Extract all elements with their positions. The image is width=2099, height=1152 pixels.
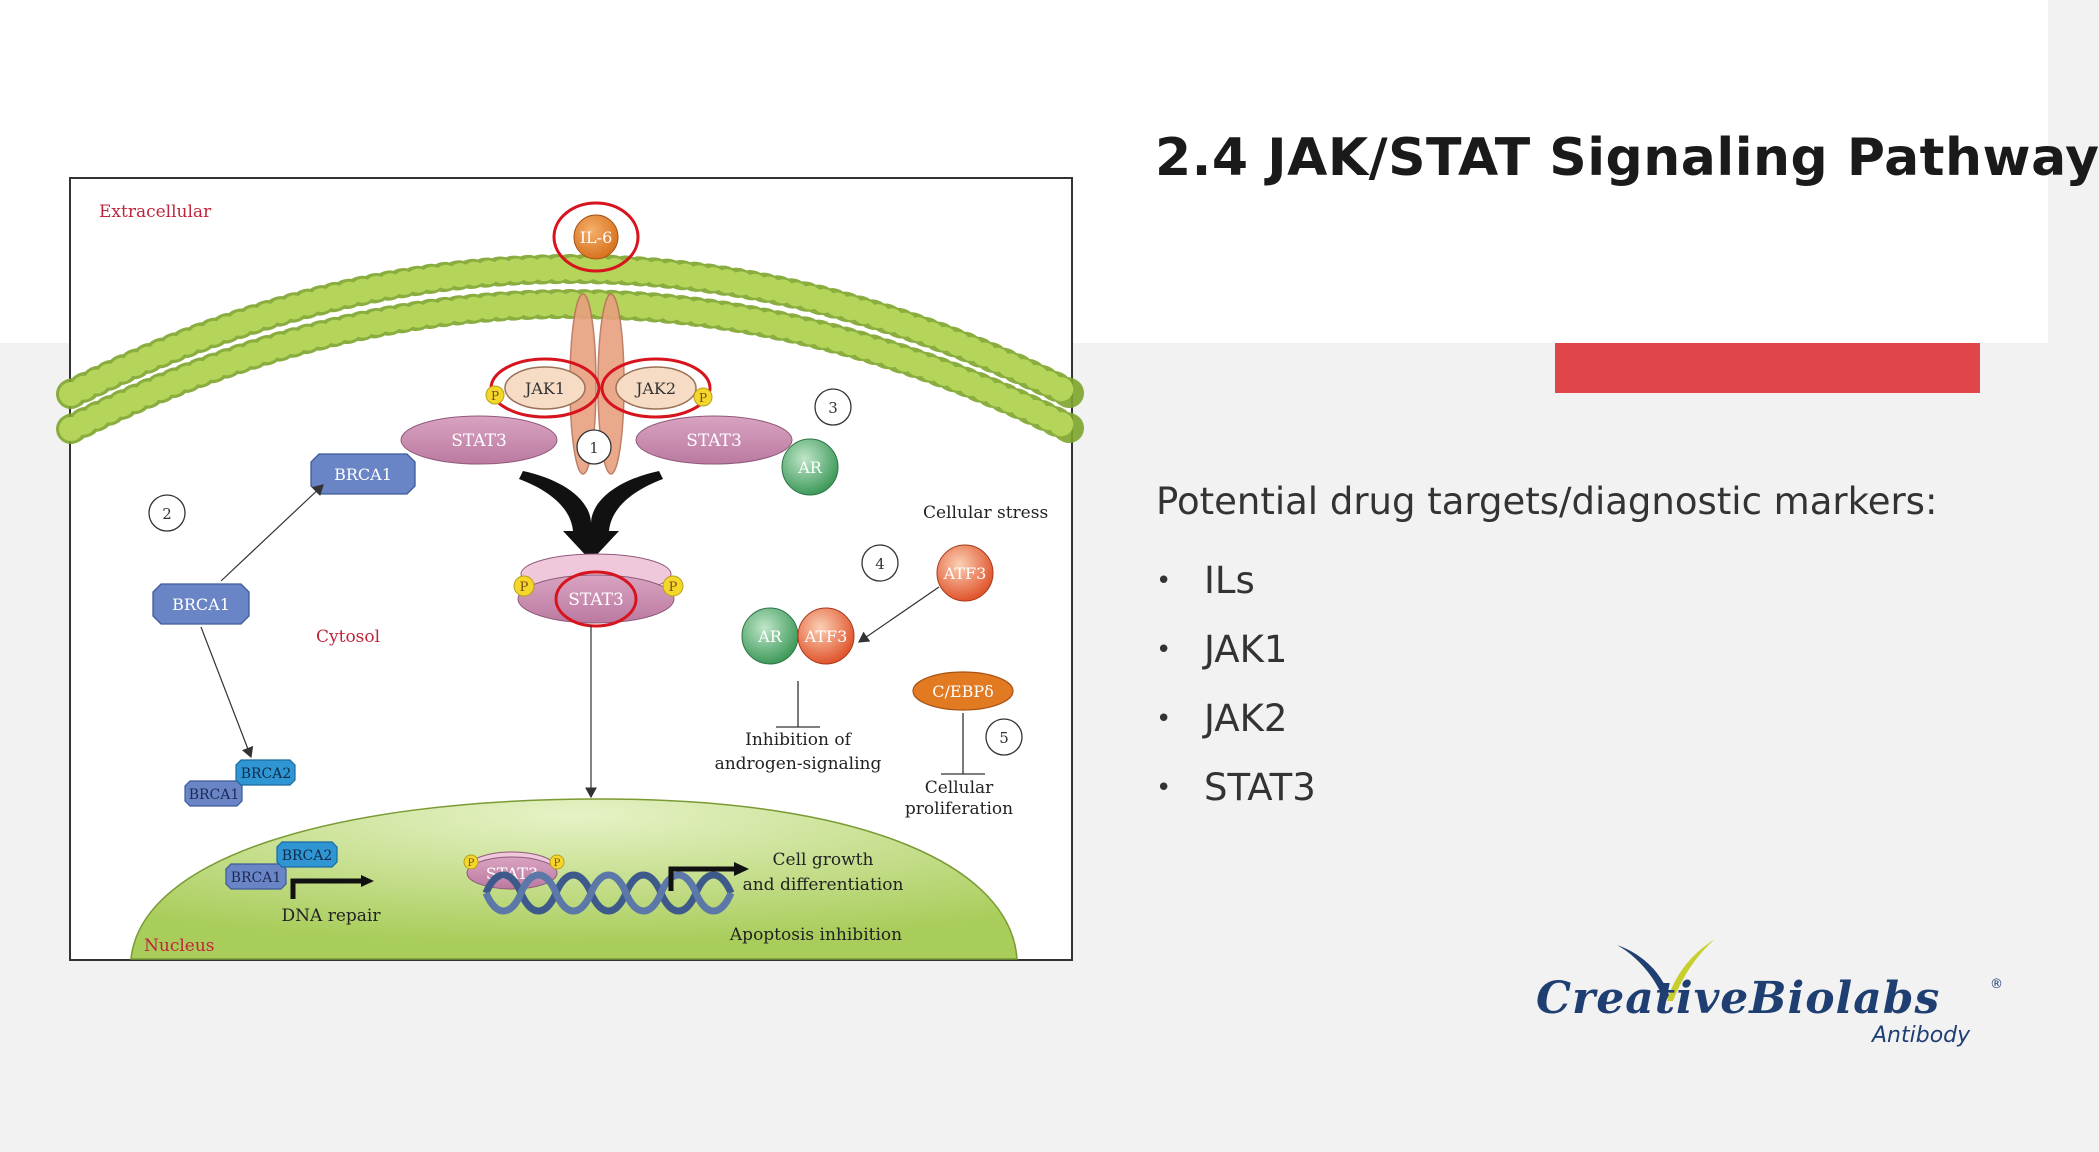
- phospho-label-jak2: P: [699, 391, 707, 405]
- company-logo: CreativeBiolabs ® Antibody: [1530, 935, 2010, 1055]
- brca1-top-label: BRCA1: [334, 465, 392, 484]
- stat3-dimer-node: [517, 574, 675, 624]
- drug-targets-list: • ILs • JAK1 • JAK2 • STAT3: [1156, 546, 1316, 822]
- extracellular-label: Extracellular: [99, 202, 212, 222]
- cebp-delta-label: C/EBPδ: [932, 682, 993, 701]
- list-item: • STAT3: [1156, 753, 1316, 822]
- jak2-label: JAK2: [634, 379, 676, 398]
- phospho-label-jak1: P: [491, 389, 499, 403]
- registered-mark: ®: [1990, 977, 2003, 992]
- logo-name: CreativeBiolabs: [1536, 973, 1941, 1024]
- step-2-label: 2: [162, 505, 172, 523]
- brca2-small-node: [235, 759, 296, 786]
- bullet-text: JAK2: [1204, 696, 1288, 740]
- brca2-small-label: BRCA2: [241, 766, 292, 782]
- list-item: • JAK2: [1156, 684, 1316, 753]
- phospho-label-nuclear-right: P: [554, 858, 561, 869]
- atf3-complex-label: ATF3: [804, 627, 848, 646]
- stat3-left-label: STAT3: [451, 431, 507, 451]
- nucleus: [130, 798, 1018, 960]
- dna-helix: [482, 871, 735, 915]
- stat3-highlight-ring: [554, 570, 638, 628]
- inhibition-label-1: Inhibition of: [745, 730, 852, 750]
- apoptosis-label: Apoptosis inhibition: [729, 925, 902, 945]
- jak2-highlight-ring: [600, 357, 712, 419]
- phospho-label-stat3-right: P: [669, 580, 678, 595]
- jak1-node: [504, 366, 586, 410]
- bullet-icon: •: [1156, 634, 1172, 665]
- step-5-label: 5: [999, 729, 1009, 747]
- il6-ligand: [573, 214, 619, 260]
- bullet-text: STAT3: [1204, 765, 1316, 809]
- atf3-right-label: ATF3: [943, 564, 987, 583]
- cell-growth-label-1: Cell growth: [773, 850, 874, 870]
- jak2-node: [615, 366, 697, 410]
- nucleus-label: Nucleus: [144, 936, 215, 956]
- leaf-logo-icon: [1617, 939, 1715, 1003]
- cytosol-label: Cytosol: [316, 627, 380, 647]
- ar-top-label: AR: [797, 458, 823, 477]
- il6-label: IL-6: [580, 228, 613, 247]
- convergence-arrow: [519, 471, 663, 561]
- phospho-label-nuclear-left: P: [468, 858, 475, 869]
- brca1-nuclear-label: BRCA1: [231, 870, 282, 886]
- bullet-icon: •: [1156, 703, 1172, 734]
- cell-growth-label-2: and differentiation: [743, 875, 904, 895]
- step-1-label: 1: [589, 439, 599, 457]
- brca2-nuclear-label: BRCA2: [282, 848, 333, 864]
- atf3-right-node: [936, 544, 994, 602]
- drug-targets-heading: Potential drug targets/diagnostic marker…: [1156, 480, 1938, 523]
- stat3-left-node: [400, 415, 558, 465]
- cell-prolif-label-2: proliferation: [905, 799, 1013, 819]
- atf3-complex-node: [797, 607, 855, 665]
- jak-stat-diagram: Extracellular IL-6 JAK1 JAK2 P P STAT3 S…: [56, 177, 1086, 961]
- brca1-left-node: [152, 583, 250, 625]
- brca2-nuclear-node: [276, 841, 338, 868]
- list-item: • JAK1: [1156, 615, 1316, 684]
- bullet-icon: •: [1156, 772, 1172, 803]
- stat3-right-node: [635, 415, 793, 465]
- jak1-label: JAK1: [523, 379, 565, 398]
- inhibition-label-2: androgen-signaling: [715, 754, 882, 774]
- step-4-label: 4: [875, 555, 885, 573]
- bullet-text: ILs: [1204, 558, 1255, 602]
- cebp-delta-node: [912, 671, 1014, 711]
- dna-repair-label: DNA repair: [282, 906, 382, 926]
- phospho-label-stat3-left: P: [520, 580, 529, 595]
- step-3-label: 3: [828, 399, 838, 417]
- brca1-left-label: BRCA1: [172, 595, 230, 614]
- slide-title: 2.4 JAK/STAT Signaling Pathway: [1155, 128, 2099, 188]
- logo-subtitle: Antibody: [1872, 1023, 1971, 1048]
- brca1-top-node: [310, 453, 416, 495]
- ar-top-node: [781, 438, 839, 496]
- cellular-stress-label: Cellular stress: [923, 503, 1048, 523]
- cell-prolif-label-1: Cellular: [925, 778, 994, 798]
- dna-helix-strand2: [482, 871, 735, 915]
- stat3-dimer-label: STAT3: [568, 590, 624, 610]
- accent-bar: [1555, 343, 1980, 393]
- ar-complex-label: AR: [757, 627, 783, 646]
- bullet-icon: •: [1156, 565, 1172, 596]
- list-item: • ILs: [1156, 546, 1316, 615]
- il6-highlight-ring: [552, 201, 640, 273]
- stat3-right-label: STAT3: [686, 431, 742, 451]
- bullet-text: JAK1: [1204, 627, 1288, 671]
- brca1-small-label: BRCA1: [189, 787, 240, 803]
